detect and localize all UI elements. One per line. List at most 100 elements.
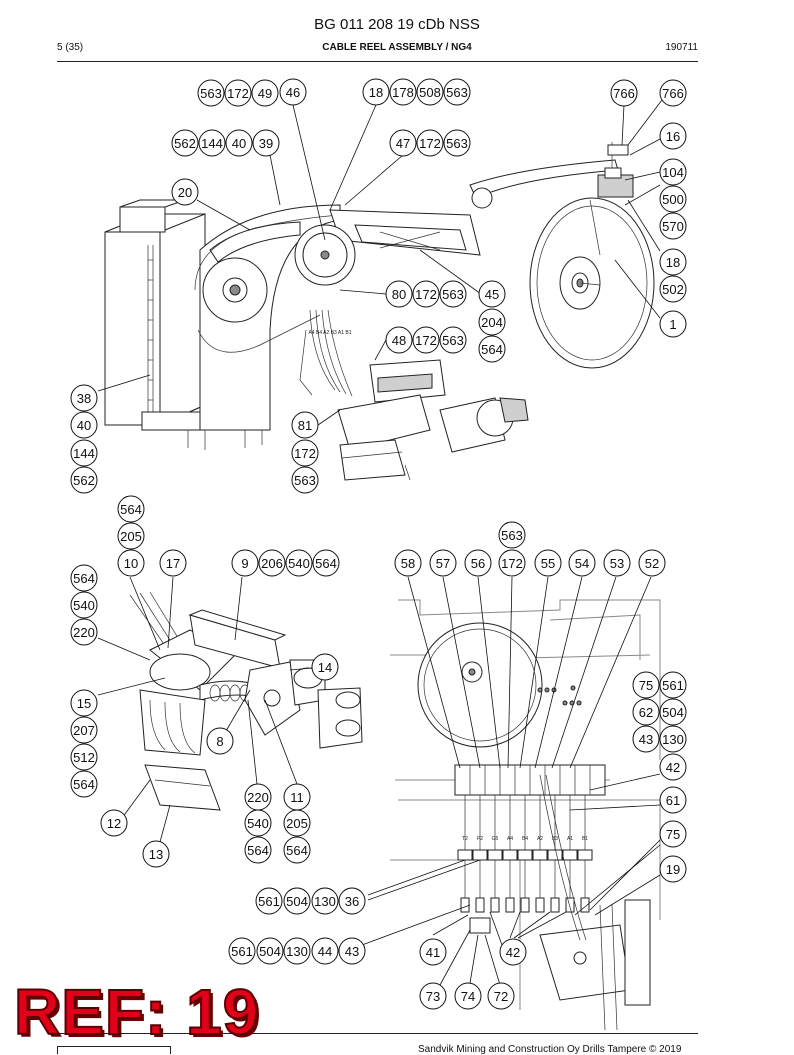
callout-number: 540 [73, 598, 95, 613]
callout-circle [291, 466, 319, 494]
callout-circle [478, 308, 506, 336]
callout-circle [659, 248, 687, 276]
callout-number: 504 [662, 705, 684, 720]
callout-18: 18 [362, 78, 390, 106]
callout-number: 42 [666, 760, 680, 775]
connector-label: P2 [477, 836, 483, 842]
callout-number: 130 [662, 732, 684, 747]
callout-20: 20 [171, 178, 199, 206]
callout-number: 72 [494, 989, 508, 1004]
callout-circle [416, 129, 444, 157]
callout-circle [283, 937, 311, 965]
callout-circle [499, 938, 527, 966]
callout-17: 17 [159, 549, 187, 577]
callout-circle [256, 937, 284, 965]
callout-204: 204 [478, 308, 506, 336]
callout-57: 57 [429, 549, 457, 577]
callout-504: 504 [659, 698, 687, 726]
callout-8: 8 [206, 727, 234, 755]
callout-54: 54 [568, 549, 596, 577]
callout-504: 504 [283, 887, 311, 915]
callout-circle [70, 743, 98, 771]
callout-number: 20 [178, 185, 192, 200]
callout-circle [70, 384, 98, 412]
callout-circle [659, 855, 687, 883]
callout-number: 42 [506, 945, 520, 960]
callout-564: 564 [244, 836, 272, 864]
callout-circle [311, 937, 339, 965]
callout-563: 563 [197, 79, 225, 107]
callout-number: 564 [481, 342, 503, 357]
callout-circle [244, 809, 272, 837]
document-date: 190711 [665, 42, 698, 53]
footer-copyright: Sandvik Mining and Construction Oy Drill… [418, 1044, 682, 1055]
callout-number: 104 [662, 165, 684, 180]
callout-42: 42 [499, 938, 527, 966]
hydraulic-detail-drawing [390, 599, 661, 1031]
callout-circle [70, 439, 98, 467]
callout-53: 53 [603, 549, 631, 577]
callout-19: 19 [659, 855, 687, 883]
callout-205: 205 [117, 522, 145, 550]
callout-circle [117, 549, 145, 577]
callout-number: 57 [436, 556, 450, 571]
callout-number: 80 [392, 287, 406, 302]
callout-number: 564 [247, 843, 269, 858]
callout-number: 561 [662, 678, 684, 693]
callout-number: 36 [345, 894, 359, 909]
callout-circle [632, 671, 660, 699]
callout-80: 80 [385, 280, 413, 308]
callout-number: 58 [401, 556, 415, 571]
connector-label: A1 [567, 836, 573, 842]
callout-508: 508 [416, 78, 444, 106]
callout-circle [487, 982, 515, 1010]
callout-circle [498, 549, 526, 577]
callout-564: 564 [117, 495, 145, 523]
callout-number: 220 [247, 790, 269, 805]
callout-561: 561 [659, 671, 687, 699]
connector-label: A2 [537, 836, 543, 842]
swing-arm-drawing [129, 591, 363, 811]
callout-number: 563 [442, 333, 464, 348]
callout-circle [312, 549, 340, 577]
callout-circle [171, 129, 199, 157]
callout-502: 502 [659, 275, 687, 303]
callout-58: 58 [394, 549, 422, 577]
callout-number: 172 [294, 446, 316, 461]
callout-43: 43 [632, 725, 660, 753]
callout-9: 9 [231, 549, 259, 577]
callout-number: 508 [419, 85, 441, 100]
callout-number: 81 [298, 418, 312, 433]
callout-75: 75 [632, 671, 660, 699]
callout-130: 130 [311, 887, 339, 915]
callout-circle [385, 280, 413, 308]
callout-number: 130 [286, 944, 308, 959]
callout-12: 12 [100, 809, 128, 837]
callout-number: 144 [73, 446, 95, 461]
callout-563: 563 [498, 521, 526, 549]
callout-42: 42 [659, 753, 687, 781]
callout-104: 104 [659, 158, 687, 186]
callout-number: 564 [73, 571, 95, 586]
callout-number: 15 [77, 696, 91, 711]
callout-number: 40 [232, 136, 246, 151]
callout-number: 43 [639, 732, 653, 747]
callout-172: 172 [498, 549, 526, 577]
callout-number: 172 [415, 333, 437, 348]
callout-10: 10 [117, 549, 145, 577]
callout-number: 75 [666, 827, 680, 842]
callout-number: 54 [575, 556, 589, 571]
callout-circle [419, 982, 447, 1010]
callout-circle [279, 78, 307, 106]
callout-11: 11 [283, 783, 311, 811]
callout-number: 43 [345, 944, 359, 959]
callout-circle [283, 887, 311, 915]
callout-number: 74 [461, 989, 475, 1004]
callout-circle [659, 275, 687, 303]
callout-48: 48 [385, 326, 413, 354]
callout-number: 563 [200, 86, 222, 101]
callout-circle [638, 549, 666, 577]
callout-766: 766 [610, 79, 638, 107]
callout-205: 205 [283, 809, 311, 837]
callout-circle [454, 982, 482, 1010]
